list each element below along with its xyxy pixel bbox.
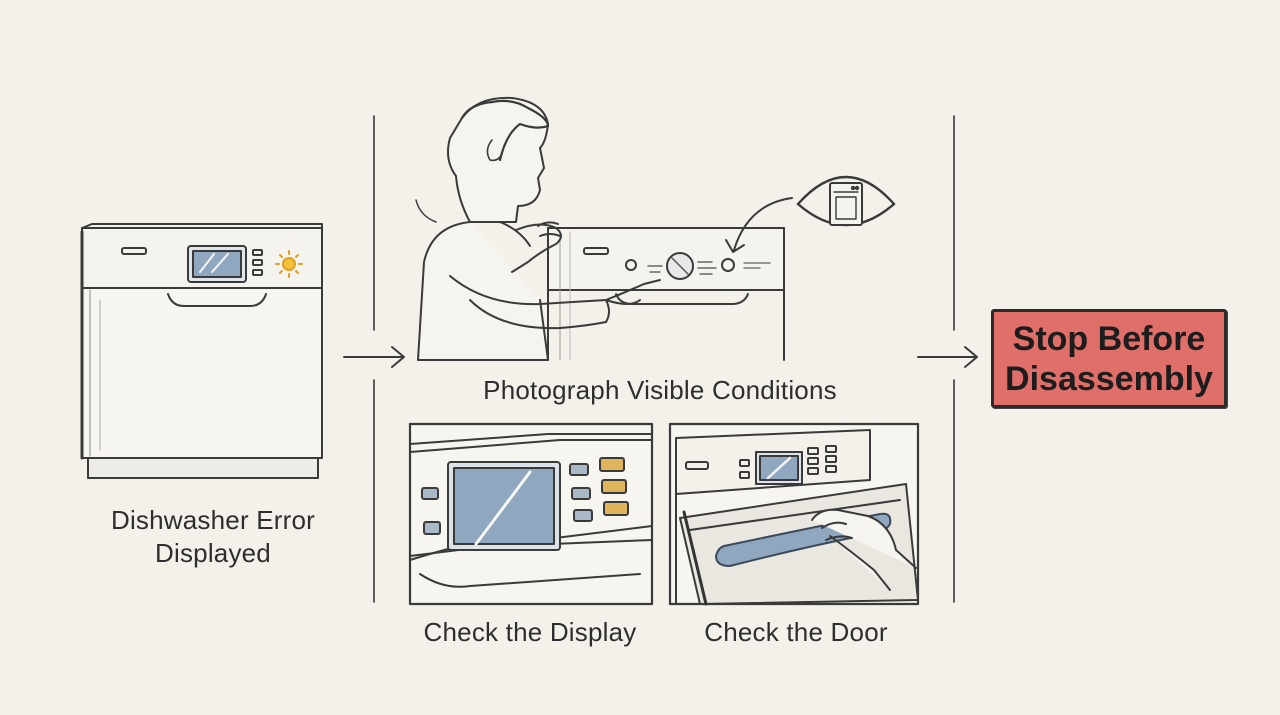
check-door-label: Check the Door (704, 617, 888, 647)
arrow-icon (917, 346, 978, 368)
stop-line2: Disassembly (1005, 359, 1213, 398)
check-display-illustration (408, 422, 654, 606)
arrow-icon (343, 346, 405, 368)
step2-label: Photograph Visible Conditions (483, 375, 837, 405)
eye-icon (796, 175, 896, 227)
stop-before-disassembly-box: Stop Before Disassembly (991, 309, 1227, 408)
step1-label-line1: Dishwasher Error (110, 505, 316, 535)
check-door-illustration (668, 422, 920, 606)
curved-arrow-icon (725, 197, 793, 253)
check-display-label: Check the Display (423, 617, 637, 647)
warning-light-icon (275, 250, 303, 278)
person-inspecting-illustration (415, 96, 896, 361)
dishwasher-illustration (80, 223, 323, 479)
step1-label-line2: Displayed (155, 538, 271, 568)
stop-line1: Stop Before (1012, 319, 1206, 358)
step1-label: Dishwasher Error Displayed (78, 504, 348, 570)
